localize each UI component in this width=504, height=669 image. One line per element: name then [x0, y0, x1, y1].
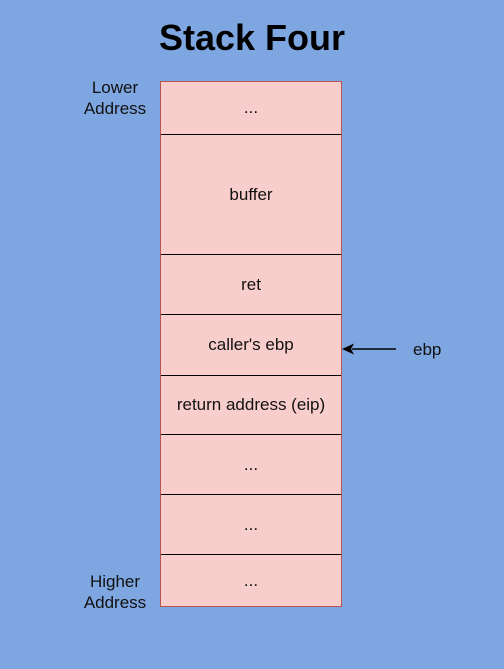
lower-address-label: Lower Address — [60, 77, 170, 119]
higher-address-line-2: Address — [83, 593, 147, 612]
stack-frame: ... buffer ret caller's ebp return addre… — [160, 81, 342, 607]
higher-address-label: Higher Address — [60, 571, 170, 613]
lower-address-line-2: Address — [83, 99, 147, 118]
stack-cell-buffer: buffer — [161, 135, 341, 255]
ebp-pointer-label: ebp — [413, 340, 442, 359]
stack-cell-return-address: return address (eip) — [161, 376, 341, 435]
higher-address-line-1: Higher — [89, 572, 141, 591]
arrow-head-icon — [342, 343, 354, 355]
stack-cell-ellipsis-2: ... — [161, 495, 341, 555]
stack-cell-top-ellipsis: ... — [161, 82, 341, 135]
stack-cell-ret: ret — [161, 255, 341, 315]
diagram-title: Stack Four — [158, 17, 346, 58]
lower-address-line-1: Lower — [91, 78, 139, 97]
stack-cell-ellipsis-1: ... — [161, 435, 341, 495]
stack-cell-callers-ebp: caller's ebp — [161, 315, 341, 376]
stack-cell-ellipsis-3: ... — [243, 570, 259, 590]
